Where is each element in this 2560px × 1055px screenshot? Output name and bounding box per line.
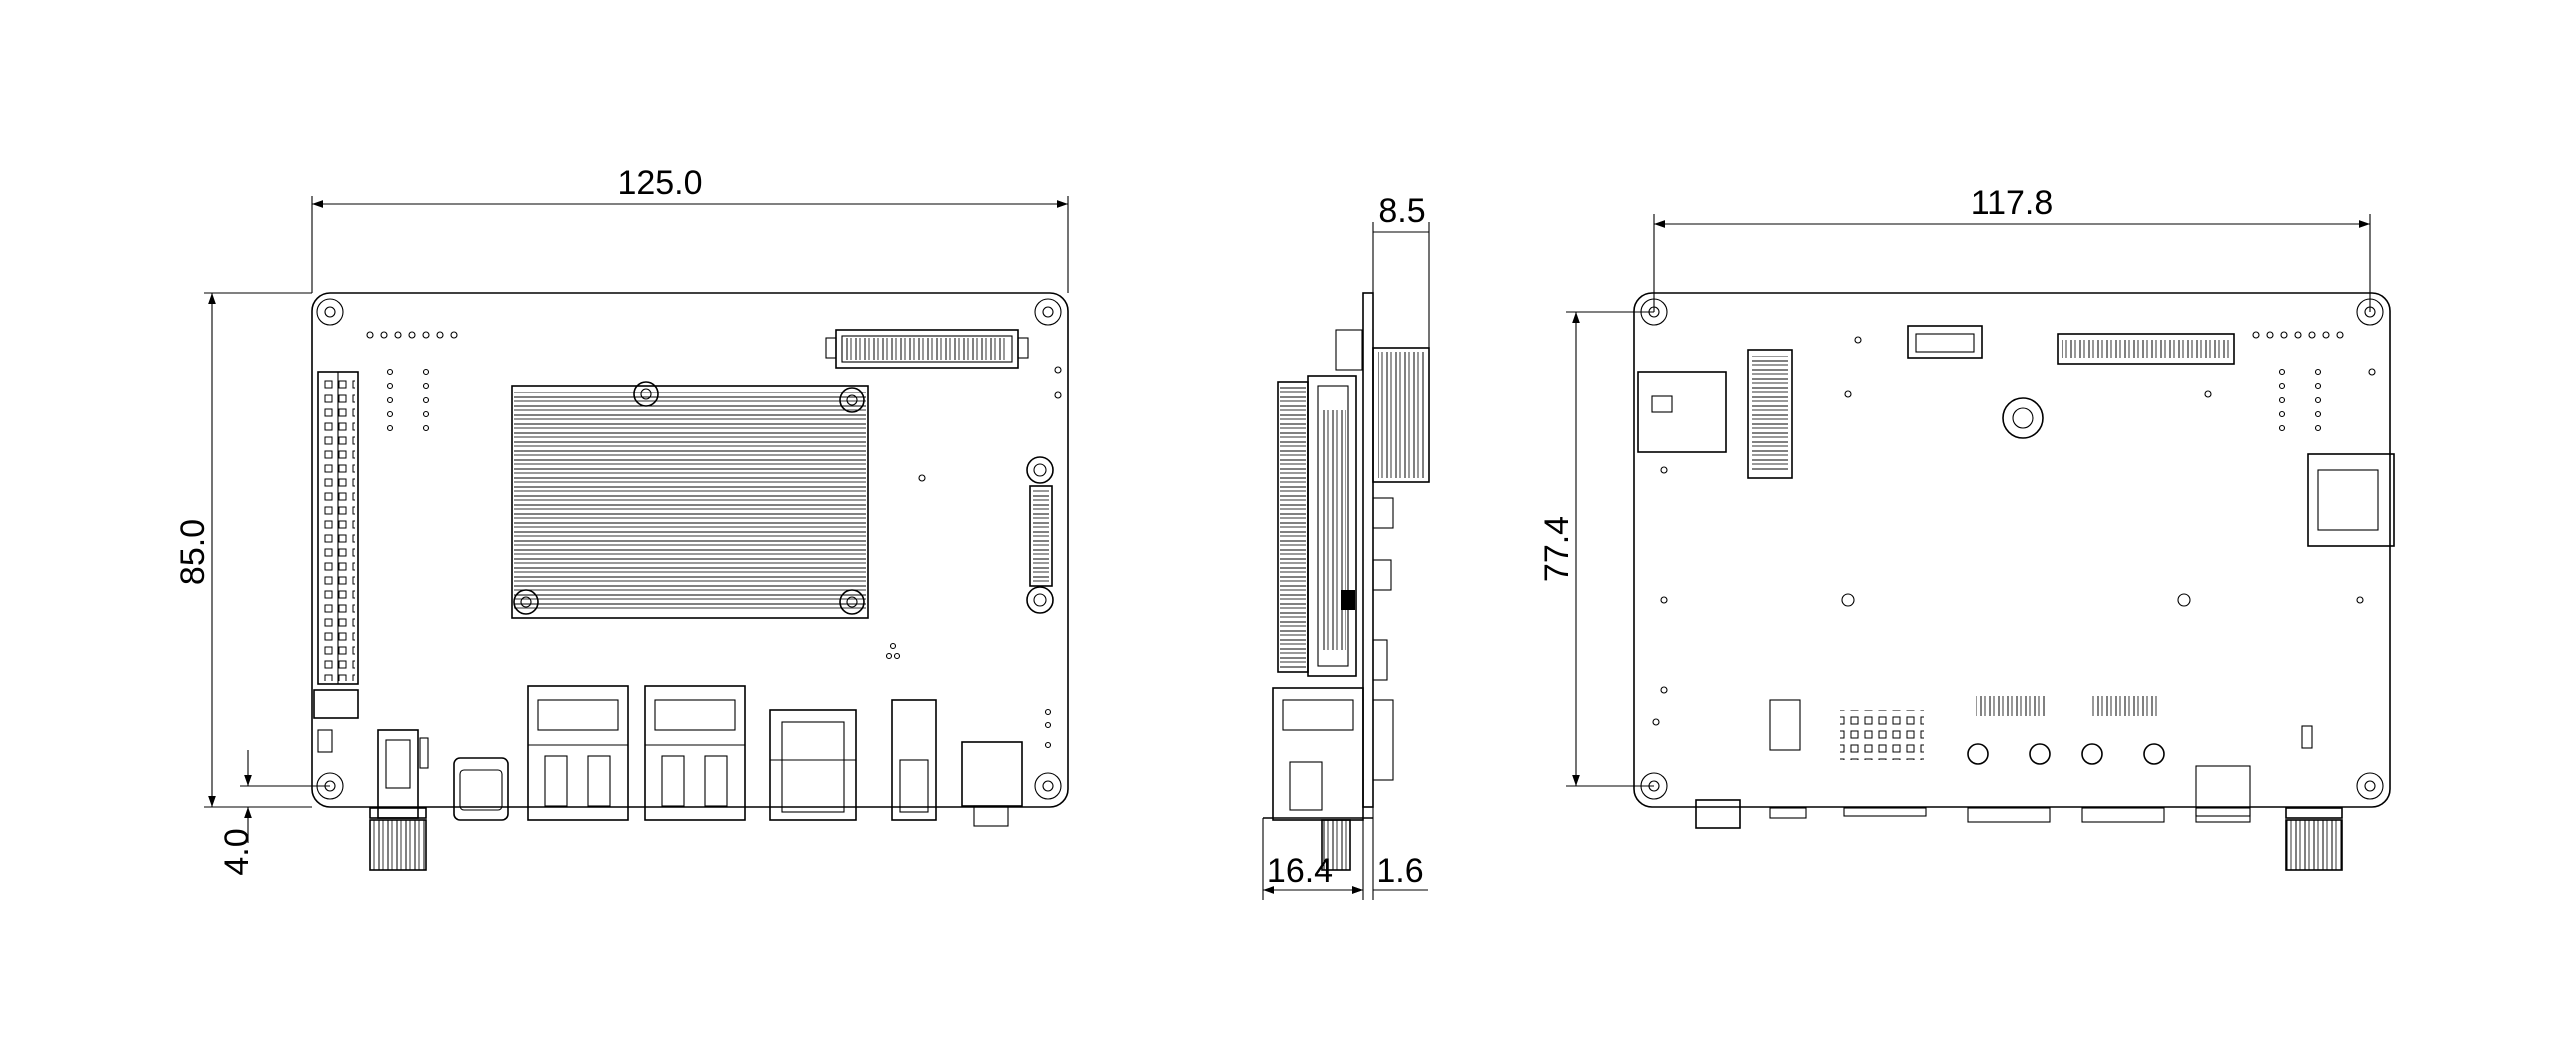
vga-pads bbox=[1840, 710, 1924, 760]
side-connector bbox=[1026, 456, 1054, 614]
dim-hole-spacing-y: 77.4 bbox=[1538, 516, 1576, 582]
dim-total-height: 8.5 bbox=[1378, 192, 1425, 230]
dim-bottom-height: 16.4 bbox=[1267, 852, 1333, 890]
side-board-edge bbox=[1362, 292, 1374, 808]
bottom-view: 117.8 77.4 bbox=[1538, 184, 2395, 871]
top-view: 125.0 85.0 4.0 bbox=[174, 164, 1069, 876]
bottom-board-outline bbox=[1633, 292, 2391, 808]
mounting-holes bbox=[316, 298, 1062, 800]
tf-slot bbox=[2307, 453, 2395, 547]
top-dim-lines bbox=[204, 196, 1069, 843]
dim-offset-top: 4.0 bbox=[218, 828, 256, 875]
button bbox=[313, 689, 359, 719]
side-view: 8.5 16.4 1.6 bbox=[1262, 192, 1430, 900]
heatsink bbox=[511, 381, 869, 619]
ribbon-connector bbox=[825, 329, 1029, 369]
dim-height-top: 85.0 bbox=[174, 519, 212, 585]
side-dim-lines bbox=[1262, 222, 1430, 900]
pad-row bbox=[366, 331, 1062, 749]
top-board-outline bbox=[311, 292, 1069, 808]
dim-hole-spacing-x: 117.8 bbox=[1971, 184, 2054, 222]
m2-slot bbox=[1747, 349, 1793, 479]
edge-connectors bbox=[313, 685, 1023, 871]
sim-slot bbox=[1637, 371, 1727, 453]
gpio-header bbox=[317, 371, 359, 685]
dim-width-top: 125.0 bbox=[617, 164, 702, 202]
dim-board-thickness: 1.6 bbox=[1376, 852, 1423, 890]
bottom-dim-lines bbox=[1566, 214, 2371, 787]
